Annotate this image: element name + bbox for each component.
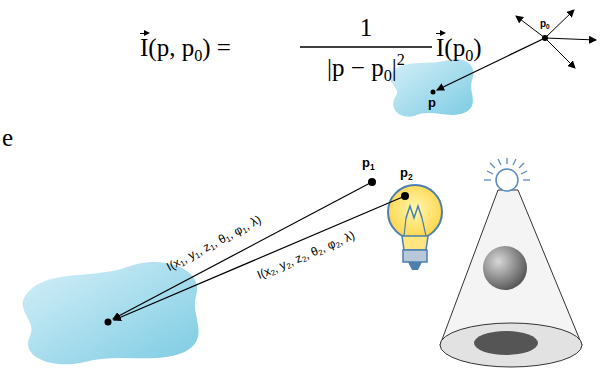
spotlight [440, 158, 582, 367]
label-text: e [2, 124, 13, 151]
surface-point [105, 319, 112, 326]
label-text: p [540, 18, 546, 29]
surface-point [431, 90, 436, 95]
light-ray [114, 196, 405, 320]
subscript: 1 [370, 162, 375, 172]
fraction-bar [300, 46, 432, 48]
light-ray [113, 182, 372, 319]
subscript: 0 [384, 67, 392, 85]
formula-right: I(p0) [436, 34, 482, 66]
light-bulb [388, 185, 442, 270]
subscript: 0 [546, 23, 550, 30]
label-text: I [140, 34, 148, 62]
label-text: |p − p [327, 54, 384, 81]
label-text: 1 [360, 14, 373, 41]
light-ray [545, 38, 596, 40]
superscript: 2 [397, 51, 405, 69]
subscript: 0 [465, 47, 473, 65]
radiance-function: I(x2, y2, z2, θ2, φ2, λ) [255, 229, 357, 284]
label-text: ) = [202, 34, 231, 61]
point-label: p [428, 96, 436, 110]
label-text: (p [444, 34, 465, 61]
label-text: | [392, 54, 397, 81]
formula-left: I(p, p0) = [140, 34, 231, 66]
subscript: 2 [408, 172, 413, 182]
formula-denominator: |p − p0|2 [327, 52, 405, 86]
label-text: (p, p [148, 34, 194, 61]
label-text: ) [473, 34, 481, 61]
label-text: p [362, 155, 370, 170]
surface-patch [23, 262, 199, 364]
label-text: I [436, 34, 444, 62]
formula-numerator: 1 [360, 14, 373, 42]
slide-text: e [2, 124, 13, 152]
point-label: p2 [400, 166, 413, 182]
subscript: 0 [194, 47, 202, 65]
light-ray [545, 10, 574, 38]
label-text: p [400, 165, 408, 180]
label-text: p [428, 95, 436, 110]
point-label: p0 [540, 18, 550, 30]
point-label: p1 [362, 156, 375, 172]
light-ray [545, 38, 575, 68]
